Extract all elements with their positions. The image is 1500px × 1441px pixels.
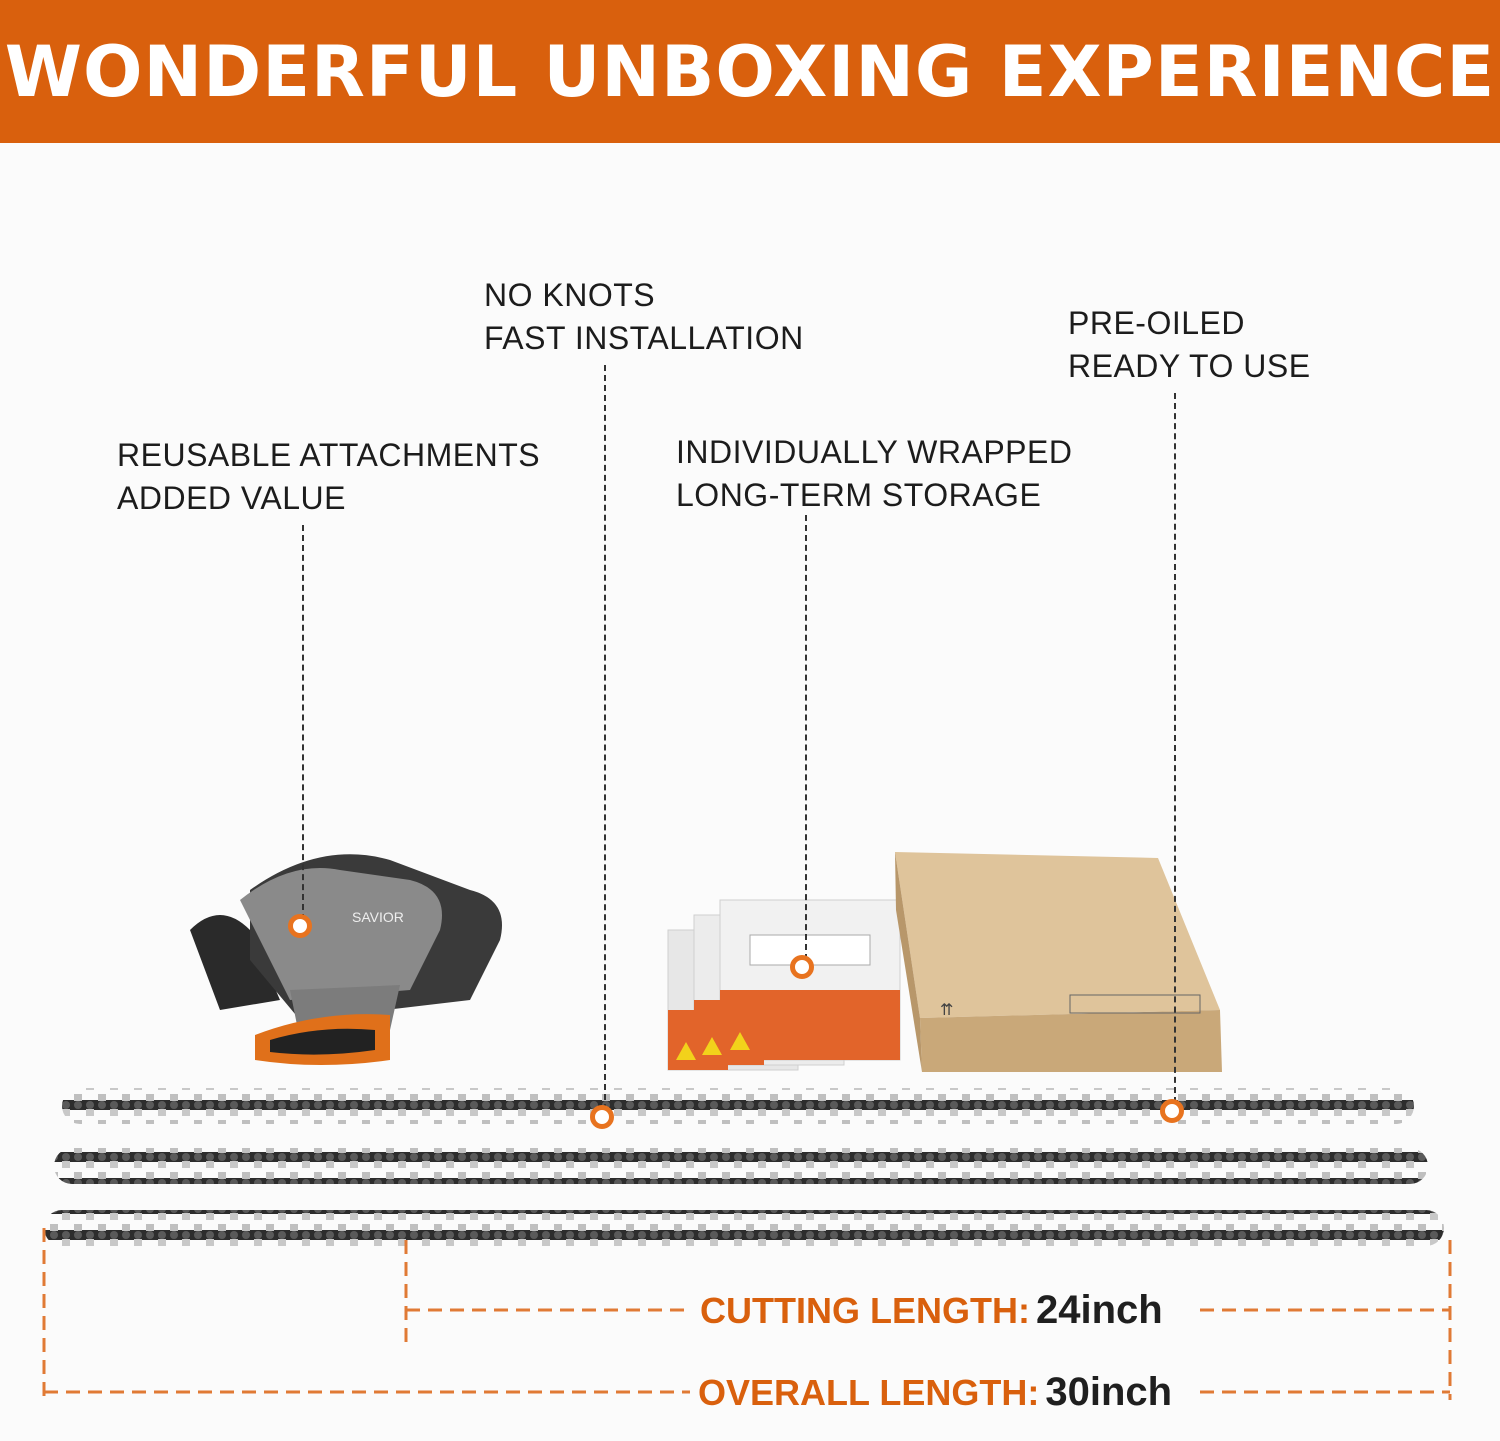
- callout-line-2: READY TO USE: [1068, 348, 1311, 384]
- cutting-length-value: 24inch: [1035, 1288, 1163, 1332]
- svg-text:⇈: ⇈: [940, 1002, 953, 1019]
- leader-line-packs: [805, 515, 807, 960]
- overall-length-label: OVERALL LENGTH:30inch: [690, 1370, 1181, 1415]
- marker-dot-oiled: [1160, 1099, 1184, 1123]
- cardboard-box-image: ⇈: [895, 852, 1222, 1072]
- callout-no-knots: NO KNOTS FAST INSTALLATION: [484, 274, 804, 360]
- marker-dot-gloves: [288, 914, 312, 938]
- dimension-lines: [42, 1228, 1452, 1400]
- callout-reusable-attachments: REUSABLE ATTACHMENTS ADDED VALUE: [117, 434, 540, 520]
- callout-line-1: NO KNOTS: [484, 277, 656, 313]
- marker-dot-packs: [790, 955, 814, 979]
- leader-line-chain: [604, 365, 606, 1110]
- banner-title: WONDERFUL UNBOXING EXPERIENCE: [4, 30, 1496, 113]
- leader-line-oiled: [1174, 393, 1176, 1103]
- callout-line-1: INDIVIDUALLY WRAPPED: [676, 434, 1073, 470]
- callout-individually-wrapped: INDIVIDUALLY WRAPPED LONG-TERM STORAGE: [676, 431, 1072, 517]
- cutting-length-text: CUTTING LENGTH:: [700, 1290, 1030, 1331]
- gloves-image: SAVIOR: [190, 854, 502, 1065]
- leader-line-gloves: [302, 525, 304, 920]
- callout-line-1: PRE-OILED: [1068, 305, 1245, 341]
- marker-dot-chain: [590, 1105, 614, 1129]
- callout-line-2: ADDED VALUE: [117, 480, 346, 516]
- callout-line-2: LONG-TERM STORAGE: [676, 477, 1042, 513]
- chains-image: [44, 1088, 1444, 1246]
- overall-length-value: 30inch: [1045, 1370, 1173, 1414]
- wrapped-packs-image: [667, 899, 901, 1071]
- header-banner: WONDERFUL UNBOXING EXPERIENCE: [0, 0, 1500, 143]
- overall-length-text: OVERALL LENGTH:: [698, 1372, 1040, 1413]
- callout-pre-oiled: PRE-OILED READY TO USE: [1068, 302, 1311, 388]
- callout-line-2: FAST INSTALLATION: [484, 320, 804, 356]
- callout-line-1: REUSABLE ATTACHMENTS: [117, 437, 541, 473]
- cutting-length-label: CUTTING LENGTH:24inch: [692, 1288, 1171, 1333]
- glove-brand-text: SAVIOR: [352, 909, 404, 925]
